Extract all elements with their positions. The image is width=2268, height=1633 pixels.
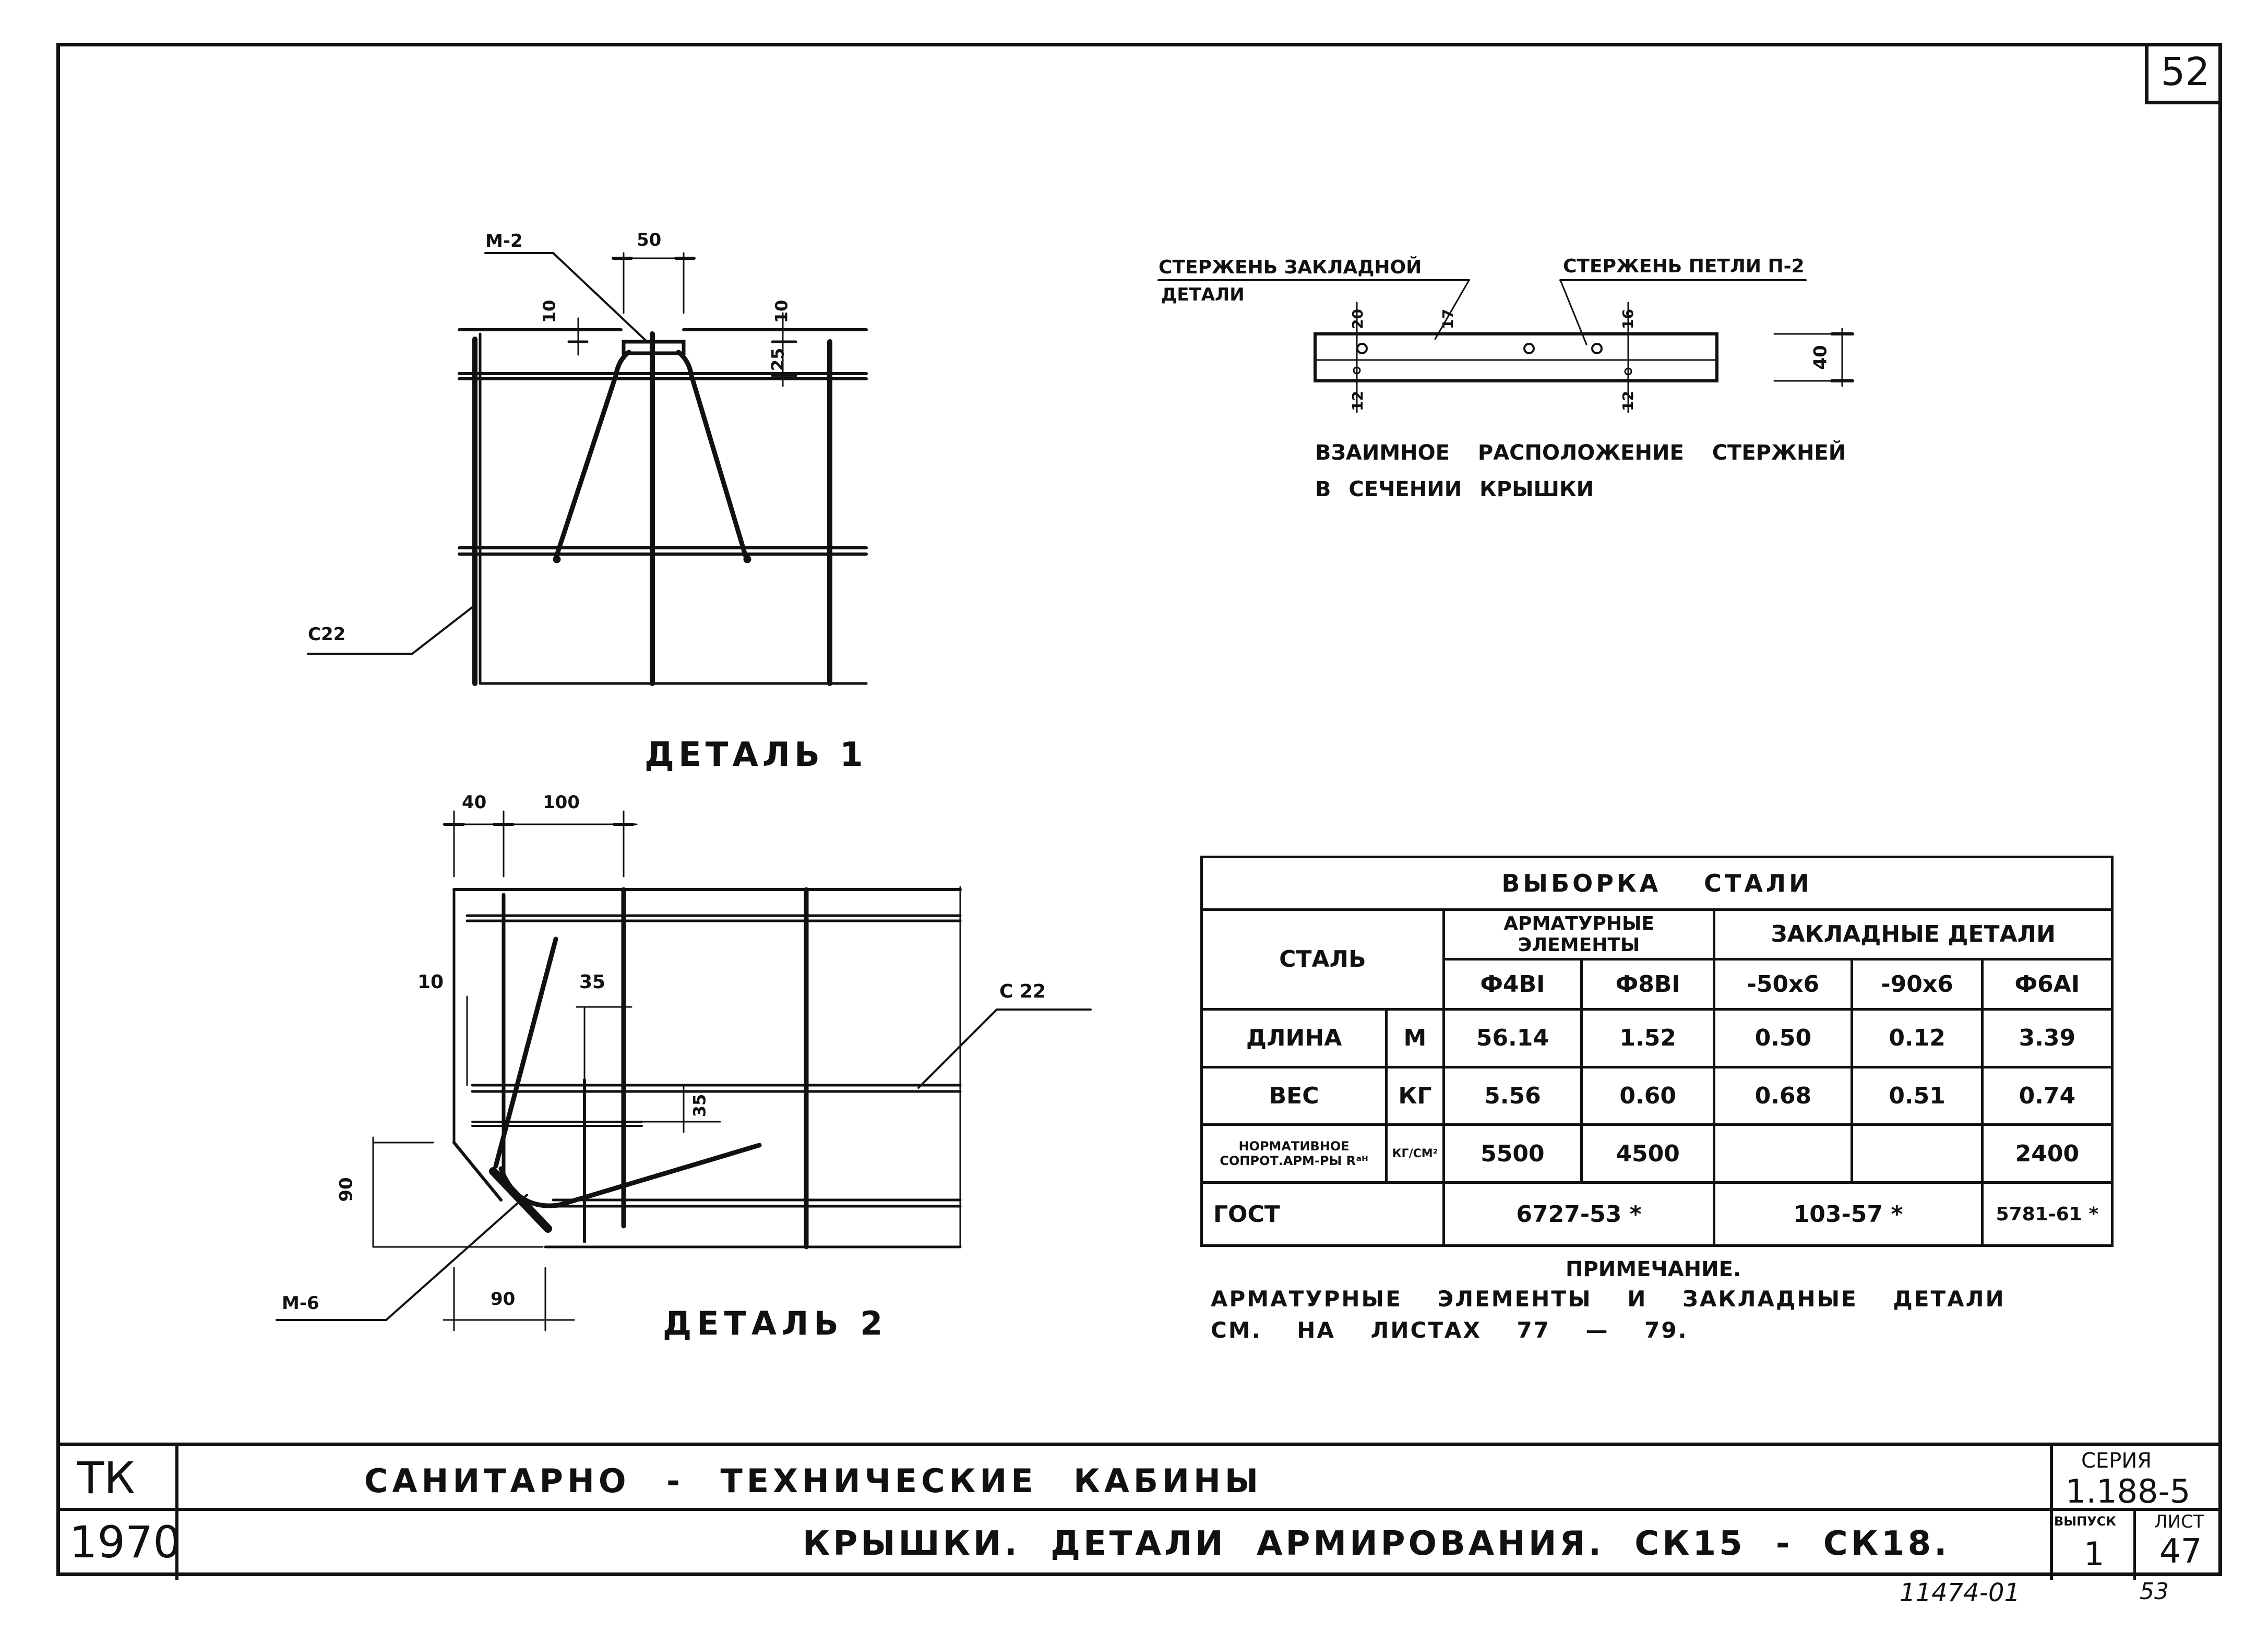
detail-1-dim-25: 25 [768,347,788,371]
stamp-series-label: СЕРИЯ [2081,1449,2152,1473]
detail-1-dim-10b: 10 [771,299,792,323]
cell [1713,1123,1854,1184]
detail-2-dim-100: 100 [543,792,580,813]
detail-2-title: ДЕТАЛЬ 2 [663,1304,888,1342]
cell: 5.56 [1442,1065,1583,1126]
stamp-series-value: 1.188-5 [2066,1472,2191,1510]
cell: 0.60 [1580,1065,1716,1126]
detail-2-dim-35a: 35 [579,971,606,993]
section-label-loop: СТЕРЖЕНЬ ПЕТЛИ П-2 [1563,256,1805,277]
detail-1-drawing [307,252,868,686]
cell: 0.50 [1713,1007,1854,1068]
row-unit: М [1385,1007,1445,1068]
section-dim-17: 17 [1439,309,1457,329]
section-dim-40: 40 [1810,345,1831,370]
note-line-2: СМ. НА ЛИСТАХ 77 — 79. [1211,1317,1688,1343]
cell: 4500 [1580,1123,1716,1184]
section-dim-12a: 12 [1348,391,1366,411]
page-number: 52 [2160,49,2210,94]
gost-last: 5781-61 * [1980,1181,2114,1247]
drawing-frame [56,43,2222,1576]
cell: 2400 [1980,1123,2114,1184]
section-dim-16: 16 [1619,309,1637,329]
steel-table-col-4: -90х6 [1851,958,1984,1011]
row-unit: КГ/СМ² [1385,1123,1445,1184]
cell: 0.51 [1851,1065,1984,1126]
page-number-box: 52 [2145,43,2222,104]
section-caption-2: В СЕЧЕНИИ КРЫШКИ [1315,477,1594,501]
section-label-embedded-2: ДЕТАЛИ [1161,284,1245,305]
steel-table-title: ВЫБОРКА СТАЛИ [1200,856,2114,911]
detail-1-label-m2: М-2 [485,231,523,251]
row-unit: КГ [1385,1065,1445,1126]
row-name: НОРМАТИВНОЕ СОПРОТ.АРМ-РЫ Rᵃᴴ [1200,1123,1388,1184]
row-name: ВЕС [1200,1065,1388,1126]
steel-table-col-steel: СТАЛЬ [1200,908,1445,1011]
cell: 1.52 [1580,1007,1716,1068]
note-heading: ПРИМЕЧАНИЕ. [1566,1257,1741,1281]
table-row: НОРМАТИВНОЕ СОПРОТ.АРМ-РЫ Rᵃᴴ КГ/СМ² 550… [1200,1123,2114,1184]
cell: 0.12 [1851,1007,1984,1068]
detail-2-dim-90v: 90 [336,1177,357,1202]
gost-rebar: 6727-53 * [1442,1181,1716,1247]
detail-1-dim-10: 10 [539,299,559,323]
stamp-sheet-value: 47 [2159,1532,2202,1571]
table-row: ГОСТ 6727-53 * 103-57 * 5781-61 * [1200,1181,2114,1247]
detail-1-title: ДЕТАЛЬ 1 [644,736,867,774]
stamp-issue-label: ВЫПУСК [2054,1514,2116,1529]
cell: 0.74 [1980,1065,2114,1126]
section-dim-12b: 12 [1619,391,1637,411]
cell: 5500 [1442,1123,1583,1184]
steel-table-col-3: -50х6 [1713,958,1854,1011]
gost-label: ГОСТ [1200,1181,1445,1247]
stamp-sheet-label: ЛИСТ [2154,1511,2204,1532]
detail-1-label-c22: С22 [308,624,346,645]
note-line-1: АРМАТУРНЫЕ ЭЛЕМЕНТЫ И ЗАКЛАДНЫЕ ДЕТАЛИ [1211,1286,2006,1312]
detail-2-label-c22: С 22 [999,981,1046,1002]
detail-2-dim-90h: 90 [491,1289,516,1310]
cell: 56.14 [1442,1007,1583,1068]
steel-table-col-1: Ф4ВI [1442,958,1583,1011]
steel-table-col-2: Ф8ВI [1580,958,1716,1011]
section-dim-20: 20 [1348,309,1366,329]
detail-2-label-m6: М-6 [282,1293,319,1314]
steel-table-col-5: Ф6АI [1980,958,2114,1011]
steel-table-group-embedded: ЗАКЛАДНЫЕ ДЕТАЛИ [1713,908,2114,961]
section-label-embedded-1: СТЕРЖЕНЬ ЗАКЛАДНОЙ [1159,257,1422,278]
cell: 0.68 [1713,1065,1854,1126]
steel-selection-table: ВЫБОРКА СТАЛИ СТАЛЬ АРМАТУРНЫЕ ЭЛЕМЕНТЫ … [1200,856,2114,1247]
steel-table-group-rebar: АРМАТУРНЫЕ ЭЛЕМЕНТЫ [1442,908,1716,961]
stamp-title-1: САНИТАРНО - ТЕХНИЧЕСКИЕ КАБИНЫ [364,1462,1263,1500]
detail-2-dim-40: 40 [462,792,487,813]
inventory-number: 11474-01 [1900,1578,2021,1607]
title-block: ТК 1970 САНИТАРНО - ТЕХНИЧЕСКИЕ КАБИНЫ К… [56,1443,2222,1580]
section-drawing [1157,279,1854,413]
row-name: ДЛИНА [1200,1007,1388,1068]
table-row: ВЕС КГ 5.56 0.60 0.68 0.51 0.74 [1200,1065,2114,1126]
stamp-org: ТК [77,1452,135,1504]
cell: 3.39 [1980,1007,2114,1068]
stamp-title-2: КРЫШКИ. ДЕТАЛИ АРМИРОВАНИЯ. СК15 - СК18. [803,1524,1950,1563]
detail-2-dim-35b: 35 [689,1094,710,1118]
detail-1-dim-50: 50 [637,230,662,250]
bottom-page-number: 53 [2140,1578,2169,1605]
stamp-year: 1970 [69,1517,181,1568]
stamp-issue-value: 1 [2084,1535,2105,1573]
gost-embedded: 103-57 * [1713,1181,1984,1247]
detail-2-drawing [276,810,1092,1331]
detail-2-dim-10: 10 [417,971,444,993]
table-row: ДЛИНА М 56.14 1.52 0.50 0.12 3.39 [1200,1007,2114,1068]
section-caption-1: ВЗАИМНОЕ РАСПОЛОЖЕНИЕ СТЕРЖНЕЙ [1315,441,1846,465]
cell [1851,1123,1984,1184]
